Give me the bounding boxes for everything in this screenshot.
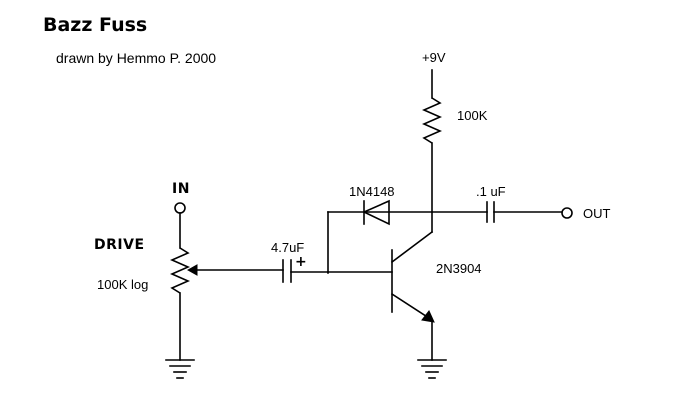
- npn-transistor: [390, 230, 435, 361]
- drive-potentiometer: [170, 212, 284, 361]
- output-label: OUT: [583, 206, 611, 221]
- emitter-ground-icon: [417, 359, 447, 379]
- feedback-diode: [327, 199, 433, 274]
- supply-resistor: [422, 69, 442, 233]
- output-cap-label: .1 uF: [476, 184, 506, 199]
- transistor-label: 2N3904: [436, 261, 482, 276]
- schematic-title: Bazz Fuss: [43, 14, 147, 36]
- pot-value-label: 100K log: [97, 277, 148, 292]
- supply-label: +9V: [422, 50, 446, 65]
- author-credit: drawn by Hemmo P. 2000: [56, 50, 216, 66]
- diode-label: 1N4148: [349, 184, 395, 199]
- input-cap-label: 4.7uF: [271, 240, 304, 255]
- input-capacitor: [282, 259, 393, 283]
- cap-polarity-mark: +: [295, 254, 307, 270]
- output-capacitor: [431, 201, 563, 223]
- output-terminal[interactable]: [561, 207, 573, 219]
- input-terminal[interactable]: [174, 202, 186, 214]
- resistor-value-label: 100K: [457, 108, 488, 123]
- pot-ground-icon: [165, 359, 195, 379]
- input-label: IN: [172, 181, 190, 197]
- drive-label: DRIVE: [94, 237, 145, 253]
